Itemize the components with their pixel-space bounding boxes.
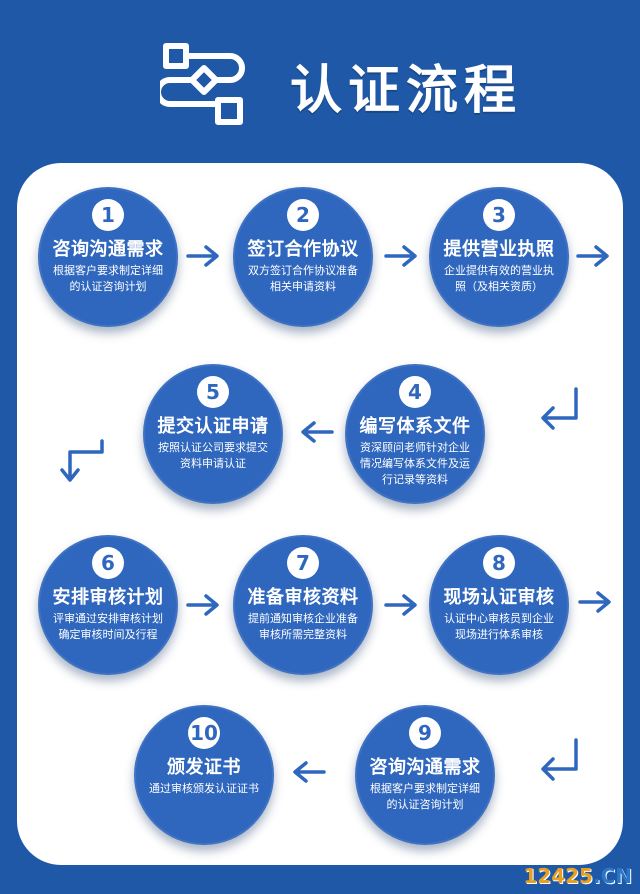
step-1: 1 咨询沟通需求 根据客户要求制定详细的认证咨询计划 bbox=[38, 187, 178, 327]
step-8: 8 现场认证审核 认证中心审核员到企业现场进行体系审核 bbox=[429, 535, 569, 675]
step-title: 颁发证书 bbox=[167, 757, 241, 778]
arrow-right-icon bbox=[384, 245, 417, 267]
watermark-suffix: .CN bbox=[592, 864, 632, 888]
step-number: 9 bbox=[409, 717, 441, 749]
arrow-return-left-icon bbox=[541, 738, 578, 781]
step-title: 签订合作协议 bbox=[247, 239, 359, 260]
arrow-right-icon bbox=[186, 245, 219, 267]
step-number: 10 bbox=[188, 717, 220, 749]
step-title: 咨询沟通需求 bbox=[52, 239, 164, 260]
step-2: 2 签订合作协议 双方签订合作协议准备相关申请资料 bbox=[233, 187, 373, 327]
step-9: 9 咨询沟通需求 根据客户要求制定详细的认证咨询计划 bbox=[355, 705, 495, 845]
step-3: 3 提供营业执照 企业提供有效的营业执照（及相关资质） bbox=[429, 187, 569, 327]
step-title: 提供营业执照 bbox=[443, 239, 555, 260]
step-number: 8 bbox=[483, 547, 515, 579]
step-description: 通过审核颁发认证证书 bbox=[149, 782, 259, 795]
arrow-left-icon bbox=[293, 761, 326, 783]
step-title: 准备审核资料 bbox=[247, 587, 359, 608]
arrow-right-icon bbox=[384, 594, 417, 616]
step-description: 认证中心审核员到企业现场进行体系审核 bbox=[444, 612, 554, 641]
step-number: 3 bbox=[483, 199, 515, 231]
step-title: 安排审核计划 bbox=[52, 587, 164, 608]
step-description: 按照认证公司要求提交资料申请认证 bbox=[158, 441, 268, 470]
step-6: 6 安排审核计划 评审通过安排审核计划确定审核时间及行程 bbox=[38, 535, 178, 675]
step-number: 7 bbox=[287, 547, 319, 579]
step-number: 4 bbox=[399, 376, 431, 408]
watermark: 12425.CN bbox=[523, 864, 632, 888]
step-title: 编写体系文件 bbox=[359, 416, 471, 437]
arrow-down-left-icon bbox=[60, 439, 104, 482]
step-description: 评审通过安排审核计划确定审核时间及行程 bbox=[53, 612, 163, 641]
step-description: 企业提供有效的营业执照（及相关资质） bbox=[444, 264, 554, 293]
step-number: 2 bbox=[287, 199, 319, 231]
step-7: 7 准备审核资料 提前通知审核企业准备审核所需完整资料 bbox=[233, 535, 373, 675]
arrow-right-icon bbox=[186, 594, 219, 616]
watermark-main: 12425 bbox=[523, 864, 593, 888]
arrow-left-icon bbox=[301, 421, 334, 443]
step-number: 1 bbox=[92, 199, 124, 231]
step-description: 根据客户要求制定详细的认证咨询计划 bbox=[53, 264, 163, 293]
step-description: 双方签订合作协议准备相关申请资料 bbox=[248, 264, 358, 293]
step-10: 10 颁发证书 通过审核颁发认证证书 bbox=[134, 705, 274, 845]
arrow-right-icon bbox=[578, 591, 611, 613]
step-description: 提前通知审核企业准备审核所需完整资料 bbox=[248, 612, 358, 641]
flowchart-icon bbox=[160, 43, 245, 125]
step-description: 资深顾问老师针对企业情况编写体系文件及运行记录等资料 bbox=[360, 441, 470, 486]
step-title: 提交认证申请 bbox=[157, 416, 269, 437]
page-title: 认证流程 bbox=[290, 61, 523, 121]
step-4: 4 编写体系文件 资深顾问老师针对企业情况编写体系文件及运行记录等资料 bbox=[345, 364, 485, 504]
step-description: 根据客户要求制定详细的认证咨询计划 bbox=[370, 782, 480, 811]
step-number: 5 bbox=[197, 376, 229, 408]
arrow-return-left-icon bbox=[541, 387, 578, 430]
header: 认证流程 bbox=[0, 0, 640, 160]
step-5: 5 提交认证申请 按照认证公司要求提交资料申请认证 bbox=[143, 364, 283, 504]
step-title: 现场认证审核 bbox=[443, 587, 555, 608]
step-number: 6 bbox=[92, 547, 124, 579]
step-title: 咨询沟通需求 bbox=[369, 757, 481, 778]
arrow-right-icon bbox=[576, 245, 609, 267]
